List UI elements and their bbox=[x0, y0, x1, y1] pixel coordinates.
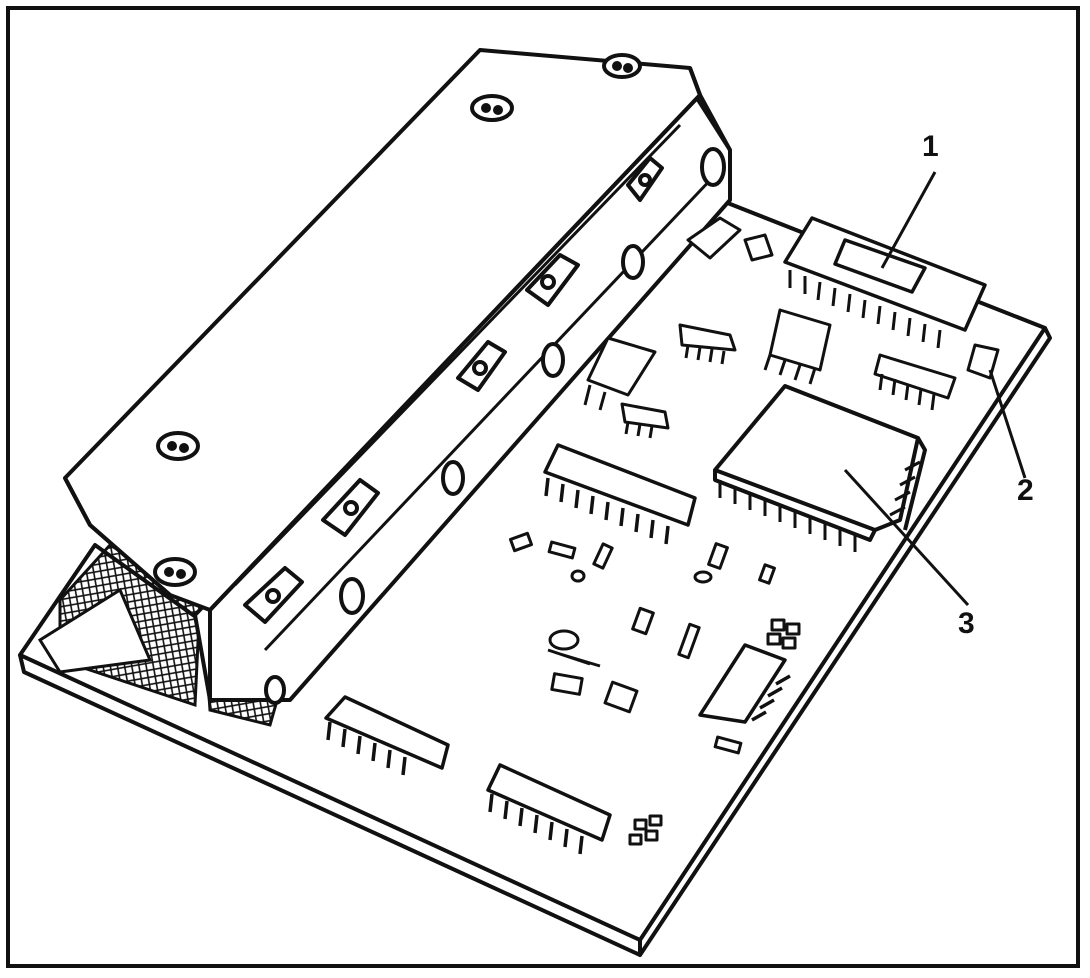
callout-label-3: 3 bbox=[958, 607, 975, 640]
callout-label-1: 1 bbox=[922, 130, 939, 163]
chip-dip-bottom bbox=[324, 643, 791, 855]
small-components bbox=[508, 216, 1000, 846]
chip-1-dip bbox=[783, 216, 987, 349]
chip-dip-middle bbox=[543, 443, 697, 545]
callout-label-2: 2 bbox=[1017, 474, 1034, 507]
module-housing bbox=[63, 48, 732, 705]
callout-leaders bbox=[843, 171, 1027, 607]
